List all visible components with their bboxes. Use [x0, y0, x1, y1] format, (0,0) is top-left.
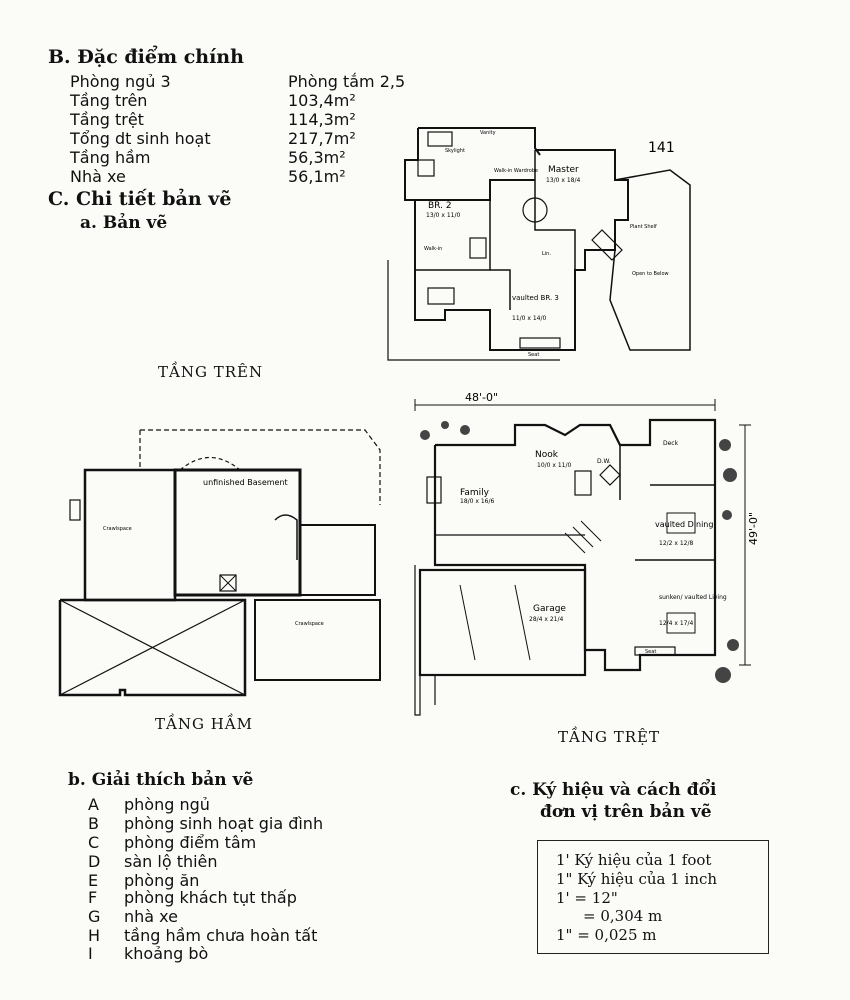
depth-dimension: 49'-0": [747, 512, 760, 545]
units-line: = 0,304 m: [583, 907, 663, 925]
units-line: 1" Ký hiệu của 1 inch: [556, 870, 718, 888]
plan-room-label: Family: [460, 488, 490, 498]
legend-key: G: [88, 907, 101, 926]
plan-room-label: sunken/ vaulted Living: [659, 594, 727, 601]
units-title-line2: đơn vị trên bản vẽ: [540, 802, 712, 822]
plan-room-size: 28/4 x 21/4: [529, 616, 563, 623]
spec-value: 56,1m²: [288, 167, 346, 186]
upper-floor-label: TẦNG TRÊN: [158, 363, 264, 381]
spec-label: Tầng trên: [70, 91, 148, 110]
legend-key: A: [88, 795, 99, 814]
ground-floor-label: TẦNG TRỆT: [558, 728, 660, 746]
plan-room-label: Plant Shelf: [630, 224, 657, 230]
page-mark: 141: [648, 140, 675, 156]
plan-room-label: Vanity: [480, 130, 496, 136]
spec-value: 103,4m²: [288, 91, 356, 110]
legend-text: tầng hầm chưa hoàn tất: [124, 926, 318, 945]
legend-key: I: [88, 944, 93, 963]
spec-value: 217,7m²: [288, 129, 356, 148]
plan-room-label: vaulted BR. 3: [512, 294, 559, 302]
spec-value: 114,3m²: [288, 110, 356, 129]
plan-room-size: 12/2 x 12/8: [659, 540, 693, 547]
spec-label: Phòng ngủ 3: [70, 72, 171, 91]
legend-key: B: [88, 814, 99, 833]
plan-room-label: Lin.: [542, 251, 551, 257]
plan-room-label: vaulted Dining: [655, 520, 713, 529]
units-line: 1" = 0,025 m: [556, 926, 657, 944]
ground-floor-plan: 48'-0" 49'-0" Nook 10/0 x 11/0 Family 18…: [414, 391, 760, 716]
plan-room-label: D.W.: [597, 458, 611, 465]
legend-title: b. Giải thích bản vẽ: [68, 770, 254, 790]
legend-text: nhà xe: [124, 907, 178, 926]
plan-room-size: 11/0 x 14/0: [512, 315, 546, 322]
legend-key: H: [88, 926, 101, 945]
units-box: 1' Ký hiệu của 1 foot 1" Ký hiệu của 1 i…: [537, 840, 769, 954]
spec-value: 56,3m²: [288, 148, 346, 167]
spec-value: Phòng tắm 2,5: [288, 72, 406, 91]
legend-key: F: [88, 888, 98, 907]
plan-room-label: Seat: [528, 352, 539, 358]
plan-room-size: 12/4 x 17/4: [659, 620, 693, 627]
legend-text: phòng khách tụt thấp: [124, 888, 297, 907]
plan-room-label: Master: [548, 165, 579, 175]
spec-label: Tầng trệt: [70, 110, 144, 129]
plan-room-label: Garage: [533, 604, 566, 614]
legend-key: D: [88, 852, 101, 871]
plan-room-size: 13/0 x 18/4: [546, 177, 580, 184]
plan-room-label: Crawlspace: [103, 526, 132, 532]
plan-room-size: 10/0 x 11/0: [537, 462, 571, 469]
spec-label: Nhà xe: [70, 167, 126, 186]
plan-room-size: 13/0 x 11/0: [426, 212, 460, 219]
legend-text: phòng ăn: [124, 871, 200, 890]
upper-floor-plan: Master 13/0 x 18/4 BR. 2 13/0 x 11/0 vau…: [387, 127, 691, 361]
legend-text: sàn lộ thiên: [124, 852, 218, 871]
units-line: 1' = 12": [556, 889, 618, 907]
legend-key: E: [88, 871, 99, 890]
spec-label: Tổng dt sinh hoạt: [70, 129, 211, 148]
plan-room-label: Seat: [645, 649, 656, 655]
legend-key: C: [88, 833, 100, 852]
plan-room-label: Walk-in Wardrobe: [494, 168, 538, 174]
legend-text: phòng ngủ: [124, 795, 210, 814]
plan-room-label: BR. 2: [428, 201, 452, 211]
plan-room-label: Deck: [663, 440, 679, 447]
plan-room-label: unfinished Basement: [203, 478, 288, 487]
plan-room-label: Walk-in: [424, 246, 442, 252]
plan-room-label: Crawlspace: [295, 621, 324, 627]
section-b-title: B. Đặc điểm chính: [48, 46, 244, 68]
legend-text: khoảng bò: [124, 944, 209, 963]
plan-room-label: Nook: [535, 450, 559, 460]
plan-room-label: Skylight: [445, 148, 465, 154]
basement-label: TẦNG HẦM: [155, 715, 253, 733]
width-dimension: 48'-0": [465, 391, 498, 404]
units-title-line1: c. Ký hiệu và cách đổi: [510, 780, 717, 800]
units-line: 1' Ký hiệu của 1 foot: [556, 851, 712, 869]
basement-plan: unfinished Basement Crawlspace Crawlspac…: [58, 429, 381, 697]
section-c-subtitle: a. Bản vẽ: [80, 213, 168, 233]
spec-label: Tầng hầm: [70, 148, 151, 167]
section-c-title: C. Chi tiết bản vẽ: [48, 188, 232, 210]
legend-text: phòng sinh hoạt gia đình: [124, 814, 324, 833]
plan-room-size: 18/0 x 16/6: [460, 498, 494, 505]
plan-room-label: Open to Below: [632, 271, 669, 277]
legend-text: phòng điểm tâm: [124, 833, 257, 852]
